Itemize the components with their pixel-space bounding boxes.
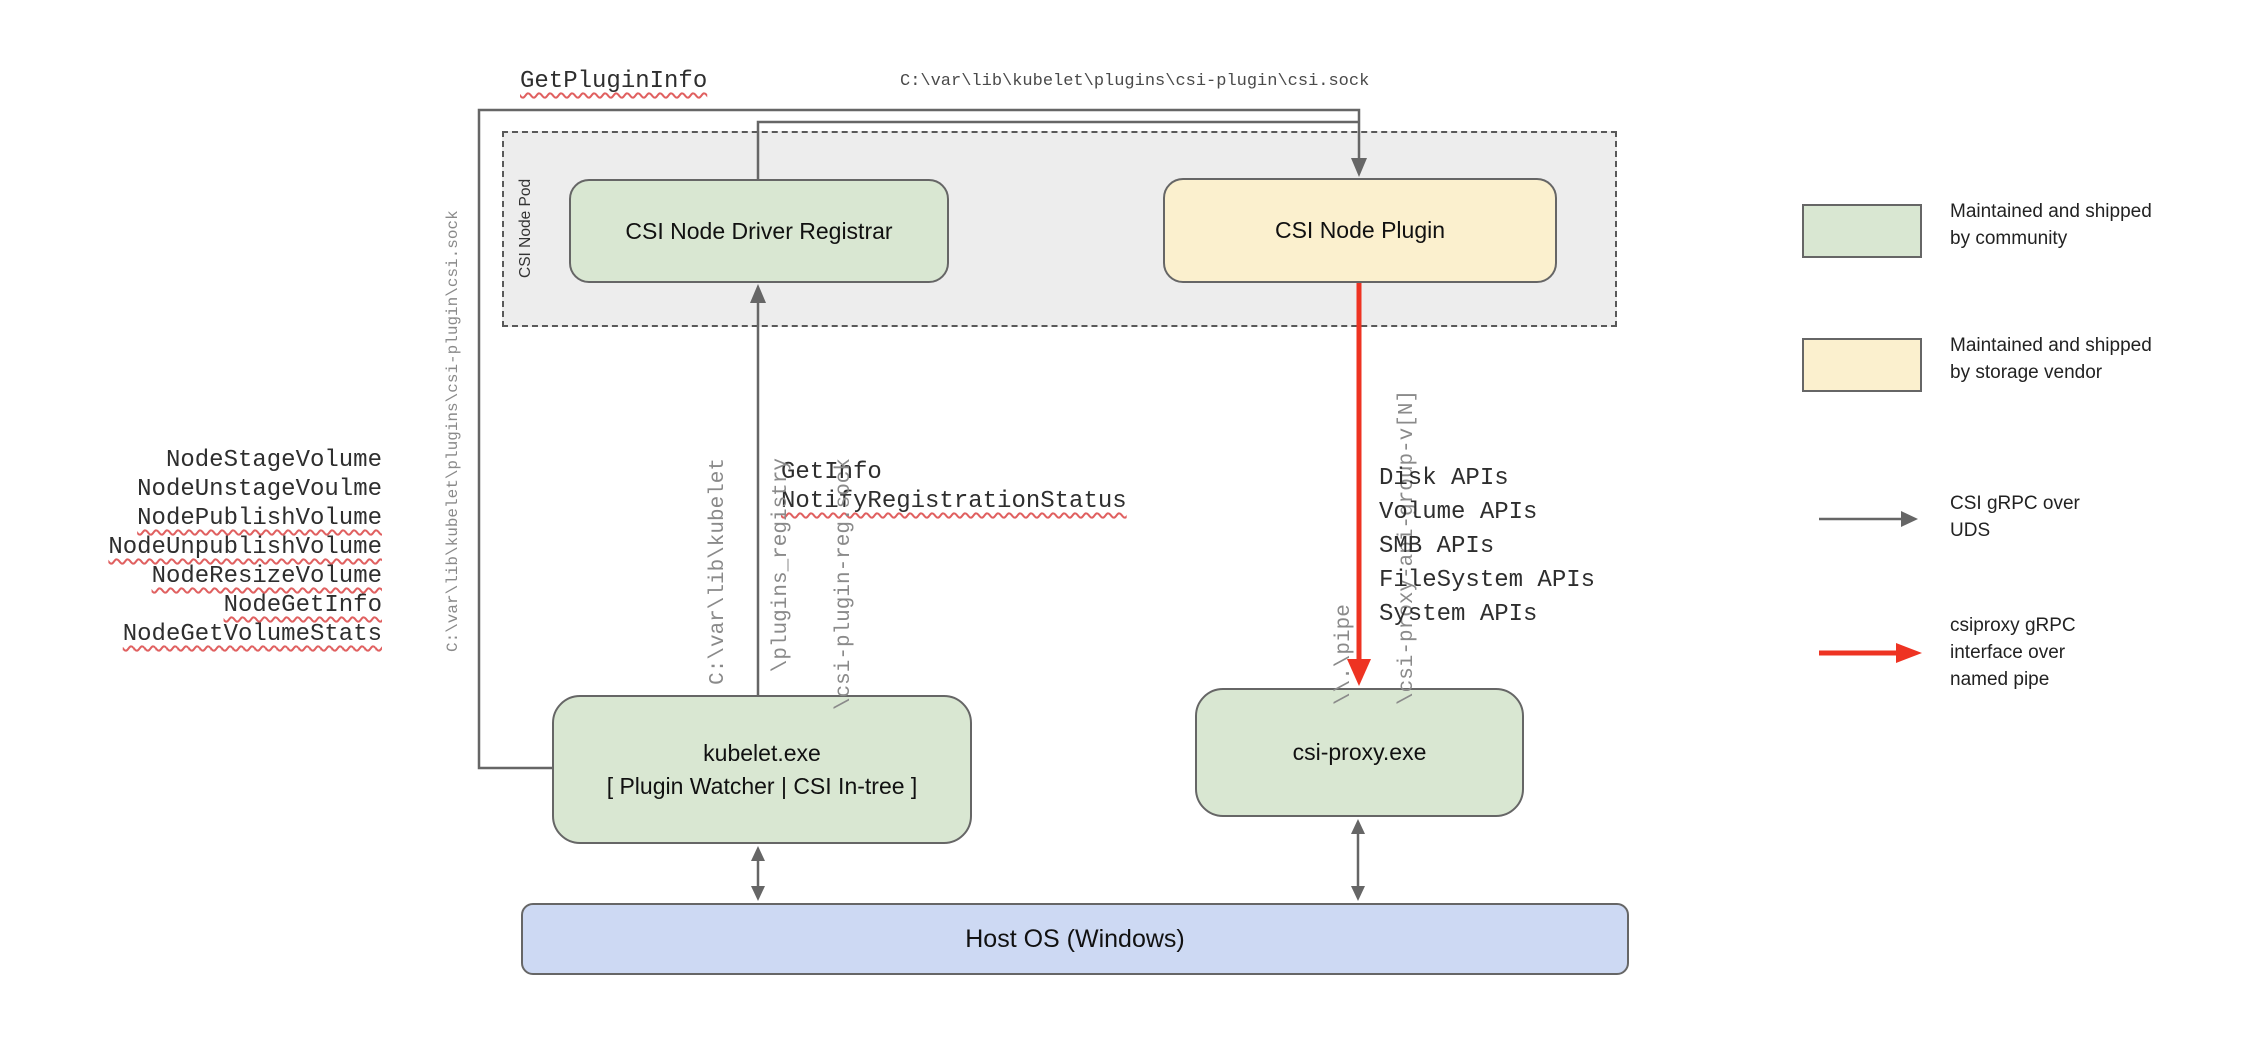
node-rpc-item: NodeUnstageVoulme — [137, 476, 382, 503]
legend-text-line: CSI gRPC over — [1950, 493, 2080, 514]
node-rpc-item: NodeGetInfo — [223, 592, 382, 619]
csi-node-plugin-label: CSI Node Plugin — [1274, 217, 1446, 243]
legend-uds-arrowhead-icon — [1901, 511, 1918, 527]
node-rpc-item: NodeGetVolumeStats — [122, 621, 382, 648]
csi-proxy-label: csi-proxy.exe — [1292, 739, 1427, 765]
legend-text-line: Maintained and shipped — [1950, 201, 2152, 222]
plugin-reg-sock-line: \plugins_registry — [770, 458, 793, 673]
legend-text-line: by storage vendor — [1950, 362, 2103, 383]
host-os-label: Host OS (Windows) — [965, 924, 1185, 953]
legend-text-line: by community — [1950, 228, 2068, 249]
get-plugin-info-label: GetPluginInfo — [520, 68, 708, 95]
csi-sock-path-top-label: C:\var\lib\kubelet\plugins\csi-plugin\cs… — [900, 72, 1370, 91]
plugin-reg-sock-path-label: C:\var\lib\kubelet \plugins_registry \cs… — [666, 458, 897, 728]
legend-text-line: interface over — [1950, 642, 2066, 663]
node-rpc-item: NodeUnpublishVolume — [108, 534, 382, 561]
kubelet-sublabel: [ Plugin Watcher | CSI In-tree ] — [606, 772, 918, 799]
csiproxy-hostos-up-arrowhead-icon — [1351, 819, 1365, 834]
api-item: Volume APIs — [1379, 499, 1538, 526]
legend-text-line: Maintained and shipped — [1950, 335, 2152, 356]
csi-node-pod-label: CSI Node Pod — [517, 178, 534, 278]
host-os-box: Host OS (Windows) — [521, 903, 1629, 975]
legend-community-label: Maintained and shipped by community — [1950, 198, 2152, 252]
plugin-reg-sock-line: C:\var\lib\kubelet — [707, 458, 730, 685]
node-rpc-item: NodePublishVolume — [137, 505, 382, 532]
legend-text-line: UDS — [1950, 520, 1991, 541]
api-item: FileSystem APIs — [1379, 567, 1596, 594]
legend-community-swatch — [1802, 204, 1922, 258]
node-rpc-list: NodeStageVolume NodeUnstageVoulme NodePu… — [90, 446, 382, 649]
node-rpc-item: NodeResizeVolume — [151, 563, 382, 590]
csi-proxy-api-list: Disk APIs Volume APIs SMB APIs FileSyste… — [1379, 462, 1595, 632]
legend-named-pipe-label: csiproxy gRPC interface over named pipe — [1950, 612, 2076, 693]
legend-vendor-swatch — [1802, 338, 1922, 392]
csi-sock-path-vertical-label: C:\var\lib\kubelet\plugins\csi-plugin\cs… — [444, 210, 462, 652]
api-item: SMB APIs — [1379, 533, 1495, 560]
legend-text-line: csiproxy gRPC — [1950, 615, 2076, 636]
csi-node-driver-registrar-label: CSI Node Driver Registrar — [625, 217, 893, 244]
kubelet-label: kubelet.exe — [703, 739, 821, 766]
csi-node-driver-registrar-box: CSI Node Driver Registrar — [569, 179, 949, 283]
csi-proxy-box: csi-proxy.exe — [1195, 688, 1524, 817]
legend-text-line: named pipe — [1950, 669, 2050, 690]
node-rpc-item: NodeStageVolume — [165, 447, 382, 474]
api-item: System APIs — [1379, 601, 1538, 628]
named-pipe-line: \\.\pipe — [1333, 604, 1356, 705]
notify-registration-status-label: NotifyRegistrationStatus — [781, 488, 1127, 515]
kubelet-hostos-down-arrowhead-icon — [751, 886, 765, 901]
legend-pipe-arrowhead-icon — [1896, 643, 1922, 663]
legend-uds-label: CSI gRPC over UDS — [1950, 490, 2080, 544]
kubelet-hostos-up-arrowhead-icon — [751, 846, 765, 861]
legend-vendor-label: Maintained and shipped by storage vendor — [1950, 332, 2152, 386]
csi-node-plugin-box: CSI Node Plugin — [1163, 178, 1557, 283]
api-item: Disk APIs — [1379, 465, 1509, 492]
registration-rpc-list: GetInfo NotifyRegistrationStatus — [781, 458, 1127, 516]
get-info-label: GetInfo — [781, 459, 882, 486]
plugin-reg-sock-line: \csi-plugin-reg.sock — [833, 458, 856, 711]
csiproxy-hostos-down-arrowhead-icon — [1351, 886, 1365, 901]
